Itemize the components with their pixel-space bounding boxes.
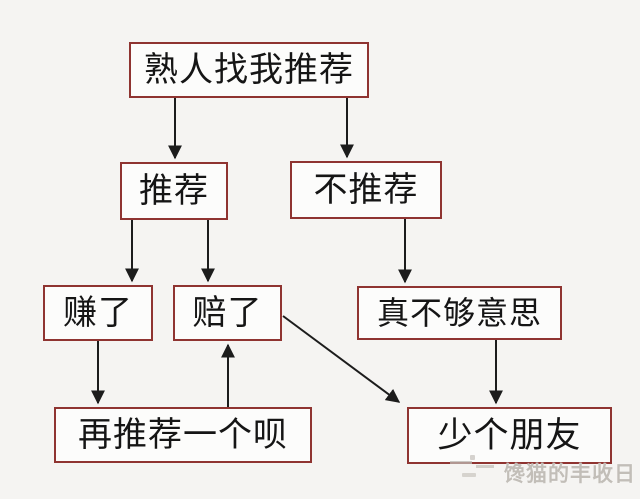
watermark-logo-dash xyxy=(450,461,472,464)
node-not-recommend: 不推荐 xyxy=(290,161,442,219)
watermark-logo-icon xyxy=(450,455,502,485)
node-lose-friend: 少个朋友 xyxy=(407,407,612,464)
node-recommend-again: 再推荐一个呗 xyxy=(54,407,312,463)
arrow-lost-to-lose-friend xyxy=(282,315,401,403)
node-recommend: 推荐 xyxy=(120,162,228,220)
watermark-text: 馋猫的丰收日 xyxy=(504,463,636,486)
watermark-logo-dash xyxy=(476,465,494,468)
watermark-logo-dot xyxy=(462,473,476,477)
node-lost: 赔了 xyxy=(173,285,282,341)
node-start: 熟人找我推荐 xyxy=(129,42,369,98)
node-not-nice: 真不够意思 xyxy=(357,286,562,340)
node-earned: 赚了 xyxy=(43,285,153,341)
watermark-logo-dot xyxy=(470,455,475,460)
